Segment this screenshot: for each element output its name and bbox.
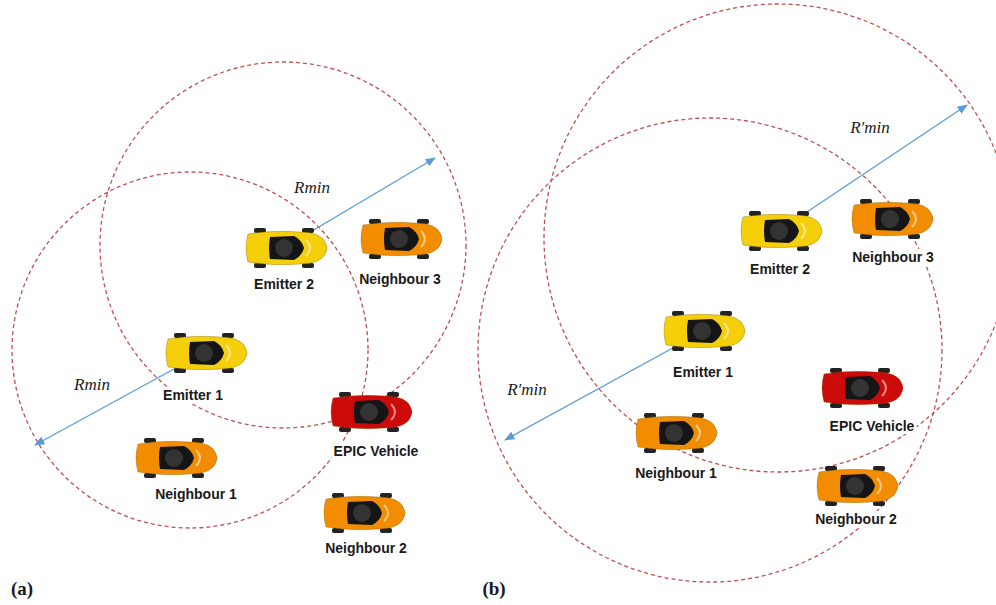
vehicle-label: EPIC Vehicle — [828, 418, 917, 434]
vehicle-label: EPIC Vehicle — [332, 443, 421, 459]
vehicle-label: Emitter 2 — [748, 261, 812, 277]
radius-label: Rmin — [72, 375, 112, 395]
vehicle-label: Neighbour 3 — [357, 271, 443, 287]
vehicle-label: Neighbour 1 — [633, 465, 719, 481]
vehicle-label: Neighbour 3 — [850, 249, 936, 265]
radius-label: R′min — [505, 380, 549, 400]
panel-label: (b) — [480, 578, 507, 600]
vehicle-label: Neighbour 2 — [813, 511, 899, 527]
vehicle-label: Emitter 2 — [252, 276, 316, 292]
panel-label: (a) — [9, 578, 35, 600]
vehicle-label: Neighbour 2 — [323, 540, 409, 556]
radius-label: Rmin — [292, 178, 332, 198]
vehicle-label: Neighbour 1 — [153, 486, 239, 502]
radius-label: R′min — [848, 118, 892, 138]
vehicle-label: Emitter 1 — [671, 364, 735, 380]
vehicle-label: Emitter 1 — [161, 387, 225, 403]
